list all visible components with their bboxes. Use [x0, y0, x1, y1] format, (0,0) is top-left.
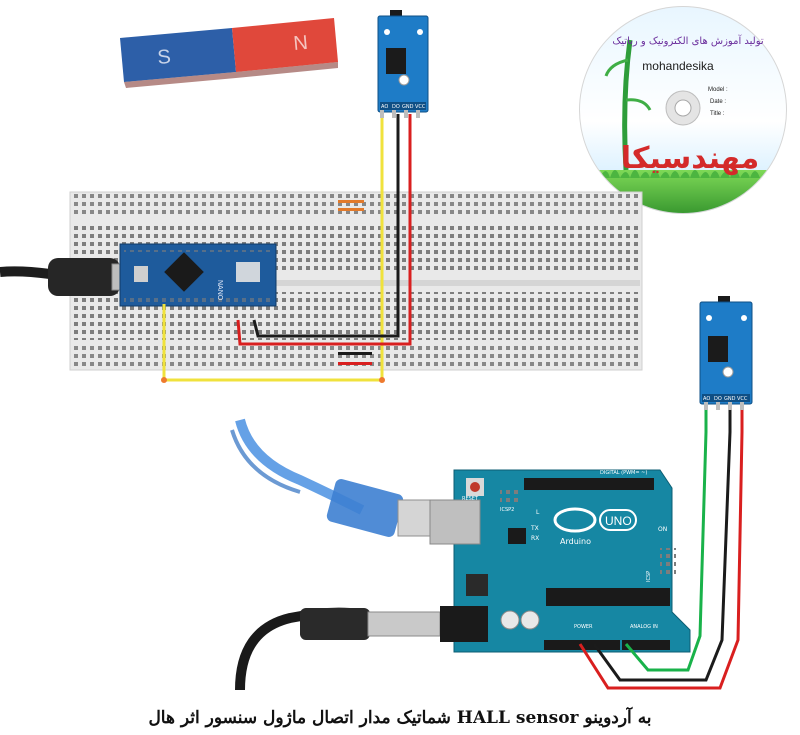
- uno-power-label: POWER: [574, 624, 593, 630]
- top-sensor-pin-do: DO: [392, 104, 400, 110]
- uno-reset-label: RESET: [462, 496, 479, 502]
- bottom-sensor-pin-ao: AO: [703, 396, 710, 402]
- cd-big-text: مهندسیکا: [621, 141, 759, 176]
- uno-analog-label: ANALOG IN: [630, 624, 658, 630]
- cd-field-model: Model :: [708, 87, 728, 93]
- dc-power-cable: [235, 607, 441, 691]
- uno-brand-label: Arduino: [560, 537, 591, 546]
- uno-wires: [578, 410, 744, 690]
- nano-board-label: NANO: [216, 280, 223, 301]
- uno-l-label: L: [536, 509, 540, 516]
- uno-digital-label: DIGITAL (PWM= ~): [600, 470, 647, 476]
- cd-brand: mohandesika: [642, 59, 714, 73]
- hall-sensor-module-bottom: AO DO GND VCC: [699, 296, 753, 410]
- mini-usb-cable: [0, 258, 133, 296]
- bottom-sensor-pin-gnd: GND: [724, 396, 736, 402]
- cd-field-date: Date :: [710, 99, 726, 105]
- top-sensor-pin-vcc: VCC: [415, 104, 426, 110]
- hall-sensor-module-top: AO DO GND VCC: [377, 10, 429, 118]
- bar-magnet: S N: [120, 18, 338, 88]
- bottom-sensor-pin-do: DO: [714, 396, 722, 402]
- uno-model-label: UNO: [605, 514, 632, 528]
- arduino-uno: RESET ICSP2 DIGITAL (PWM= ~) L TX RX UNO…: [429, 469, 691, 653]
- usb-b-cable: [230, 418, 433, 537]
- uno-tx-label: TX: [530, 525, 539, 532]
- bottom-sensor-pin-vcc: VCC: [737, 396, 748, 402]
- nano-wires: [161, 114, 412, 383]
- uno-on-label: ON: [658, 526, 667, 533]
- magnet-south-label: S: [157, 46, 172, 69]
- mohandesika-cd: تولید آموزش های الکترونیک و رباتیک mohan…: [579, 6, 787, 214]
- magnet-north-label: N: [293, 32, 309, 55]
- uno-icsp2-label: ICSP2: [500, 507, 514, 513]
- diagram-caption: شماتیک مدار اتصال ماژول سنسور اثر هال HA…: [148, 708, 652, 728]
- uno-rx-label: RX: [531, 535, 539, 542]
- uno-icsp-label: ICSP: [646, 571, 652, 582]
- top-sensor-pin-gnd: GND: [402, 104, 414, 110]
- cd-field-title: Title :: [710, 111, 725, 117]
- arduino-nano: NANO: [119, 243, 277, 307]
- cd-top-text: تولید آموزش های الکترونیک و رباتیک: [612, 34, 764, 47]
- top-sensor-pin-ao: AO: [381, 104, 388, 110]
